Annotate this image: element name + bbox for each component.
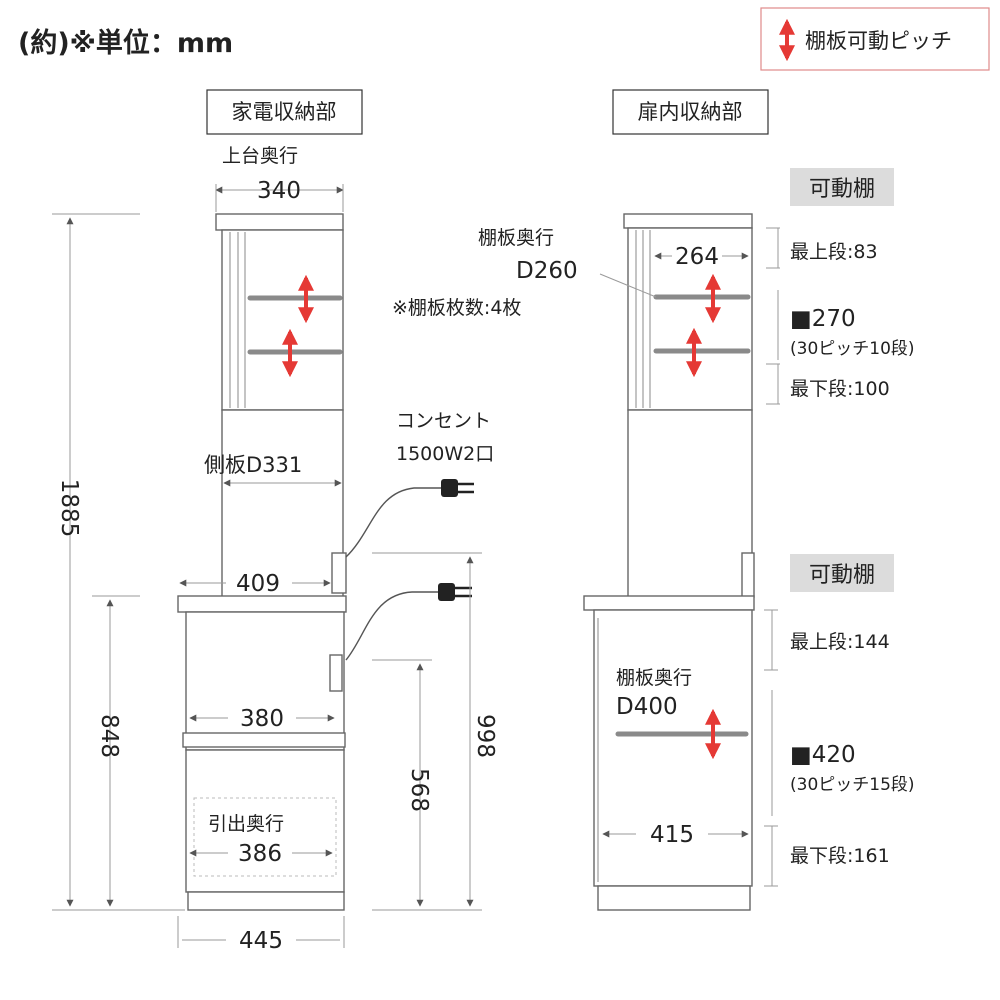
right-dimension-lines xyxy=(599,227,780,887)
outlet-spec: 1500W2口 xyxy=(396,443,494,465)
lower-inner-width-value: 415 xyxy=(650,822,694,848)
lower-movable-bottom: 最下段:161 xyxy=(790,845,890,867)
right-cabinet xyxy=(583,213,755,911)
lower-shelf-depth-label: 棚板奥行 xyxy=(616,667,692,689)
upper-movable-top: 最上段:83 xyxy=(790,241,878,263)
lower-movable-pitch: (30ピッチ15段) xyxy=(790,775,915,795)
lower-movable-shelf-info: 可動棚 最上段:144 ■420 (30ピッチ15段) 最下段:161 xyxy=(790,554,915,867)
upper-shelf-depth-value: D260 xyxy=(516,258,578,284)
left-section-title: 家電収納部 xyxy=(232,100,337,124)
upper-shelf-depth-label: 棚板奥行 xyxy=(478,227,554,249)
legend-box: 棚板可動ピッチ xyxy=(760,7,990,71)
lower-movable-top: 最上段:144 xyxy=(790,631,890,653)
total-height-value: 1885 xyxy=(56,479,82,538)
unit-label: (約)※単位：mm xyxy=(18,27,233,59)
outlet-cables xyxy=(345,487,444,661)
lower-height-value: 848 xyxy=(96,714,122,758)
drawer-depth-label: 引出奥行 xyxy=(208,813,284,835)
left-section-title-box: 家電収納部 xyxy=(206,89,363,135)
right-section-title-box: 扉内収納部 xyxy=(612,89,769,135)
upper-movable-bottom: 最下段:100 xyxy=(790,378,890,400)
left-dimension-lines xyxy=(52,184,482,948)
base-depth-value: 445 xyxy=(239,928,283,954)
upper-inner-width-value: 264 xyxy=(675,244,719,270)
counter-depth-value: 409 xyxy=(236,571,280,597)
upper-movable-title: 可動棚 xyxy=(809,177,875,202)
upper-movable-shelf-info: 可動棚 最上段:83 ■270 (30ピッチ10段) 最下段:100 xyxy=(790,168,915,400)
top-depth-value: 340 xyxy=(257,178,301,204)
top-depth-label: 上台奥行 xyxy=(222,145,298,167)
height-998-value: 998 xyxy=(472,714,498,758)
lower-movable-range: ■420 xyxy=(790,742,856,768)
outlet-label: コンセント xyxy=(396,410,491,432)
right-section-title: 扉内収納部 xyxy=(638,100,743,124)
upper-movable-range: ■270 xyxy=(790,306,856,332)
legend-label: 棚板可動ピッチ xyxy=(805,29,952,53)
side-panel-depth: 側板D331 xyxy=(204,453,302,477)
shelf-count-note: ※棚板枚数:4枚 xyxy=(392,297,521,319)
plug-icon xyxy=(438,583,472,601)
lower-shelf-depth-value: D400 xyxy=(616,694,678,720)
plug-icon xyxy=(441,479,474,497)
height-568-value: 568 xyxy=(406,768,432,812)
lower-inner-depth-value: 380 xyxy=(240,706,284,732)
lower-movable-title: 可動棚 xyxy=(809,563,875,588)
upper-movable-pitch: (30ピッチ10段) xyxy=(790,339,915,359)
left-cabinet xyxy=(177,213,347,911)
drawer-depth-value: 386 xyxy=(238,841,282,867)
